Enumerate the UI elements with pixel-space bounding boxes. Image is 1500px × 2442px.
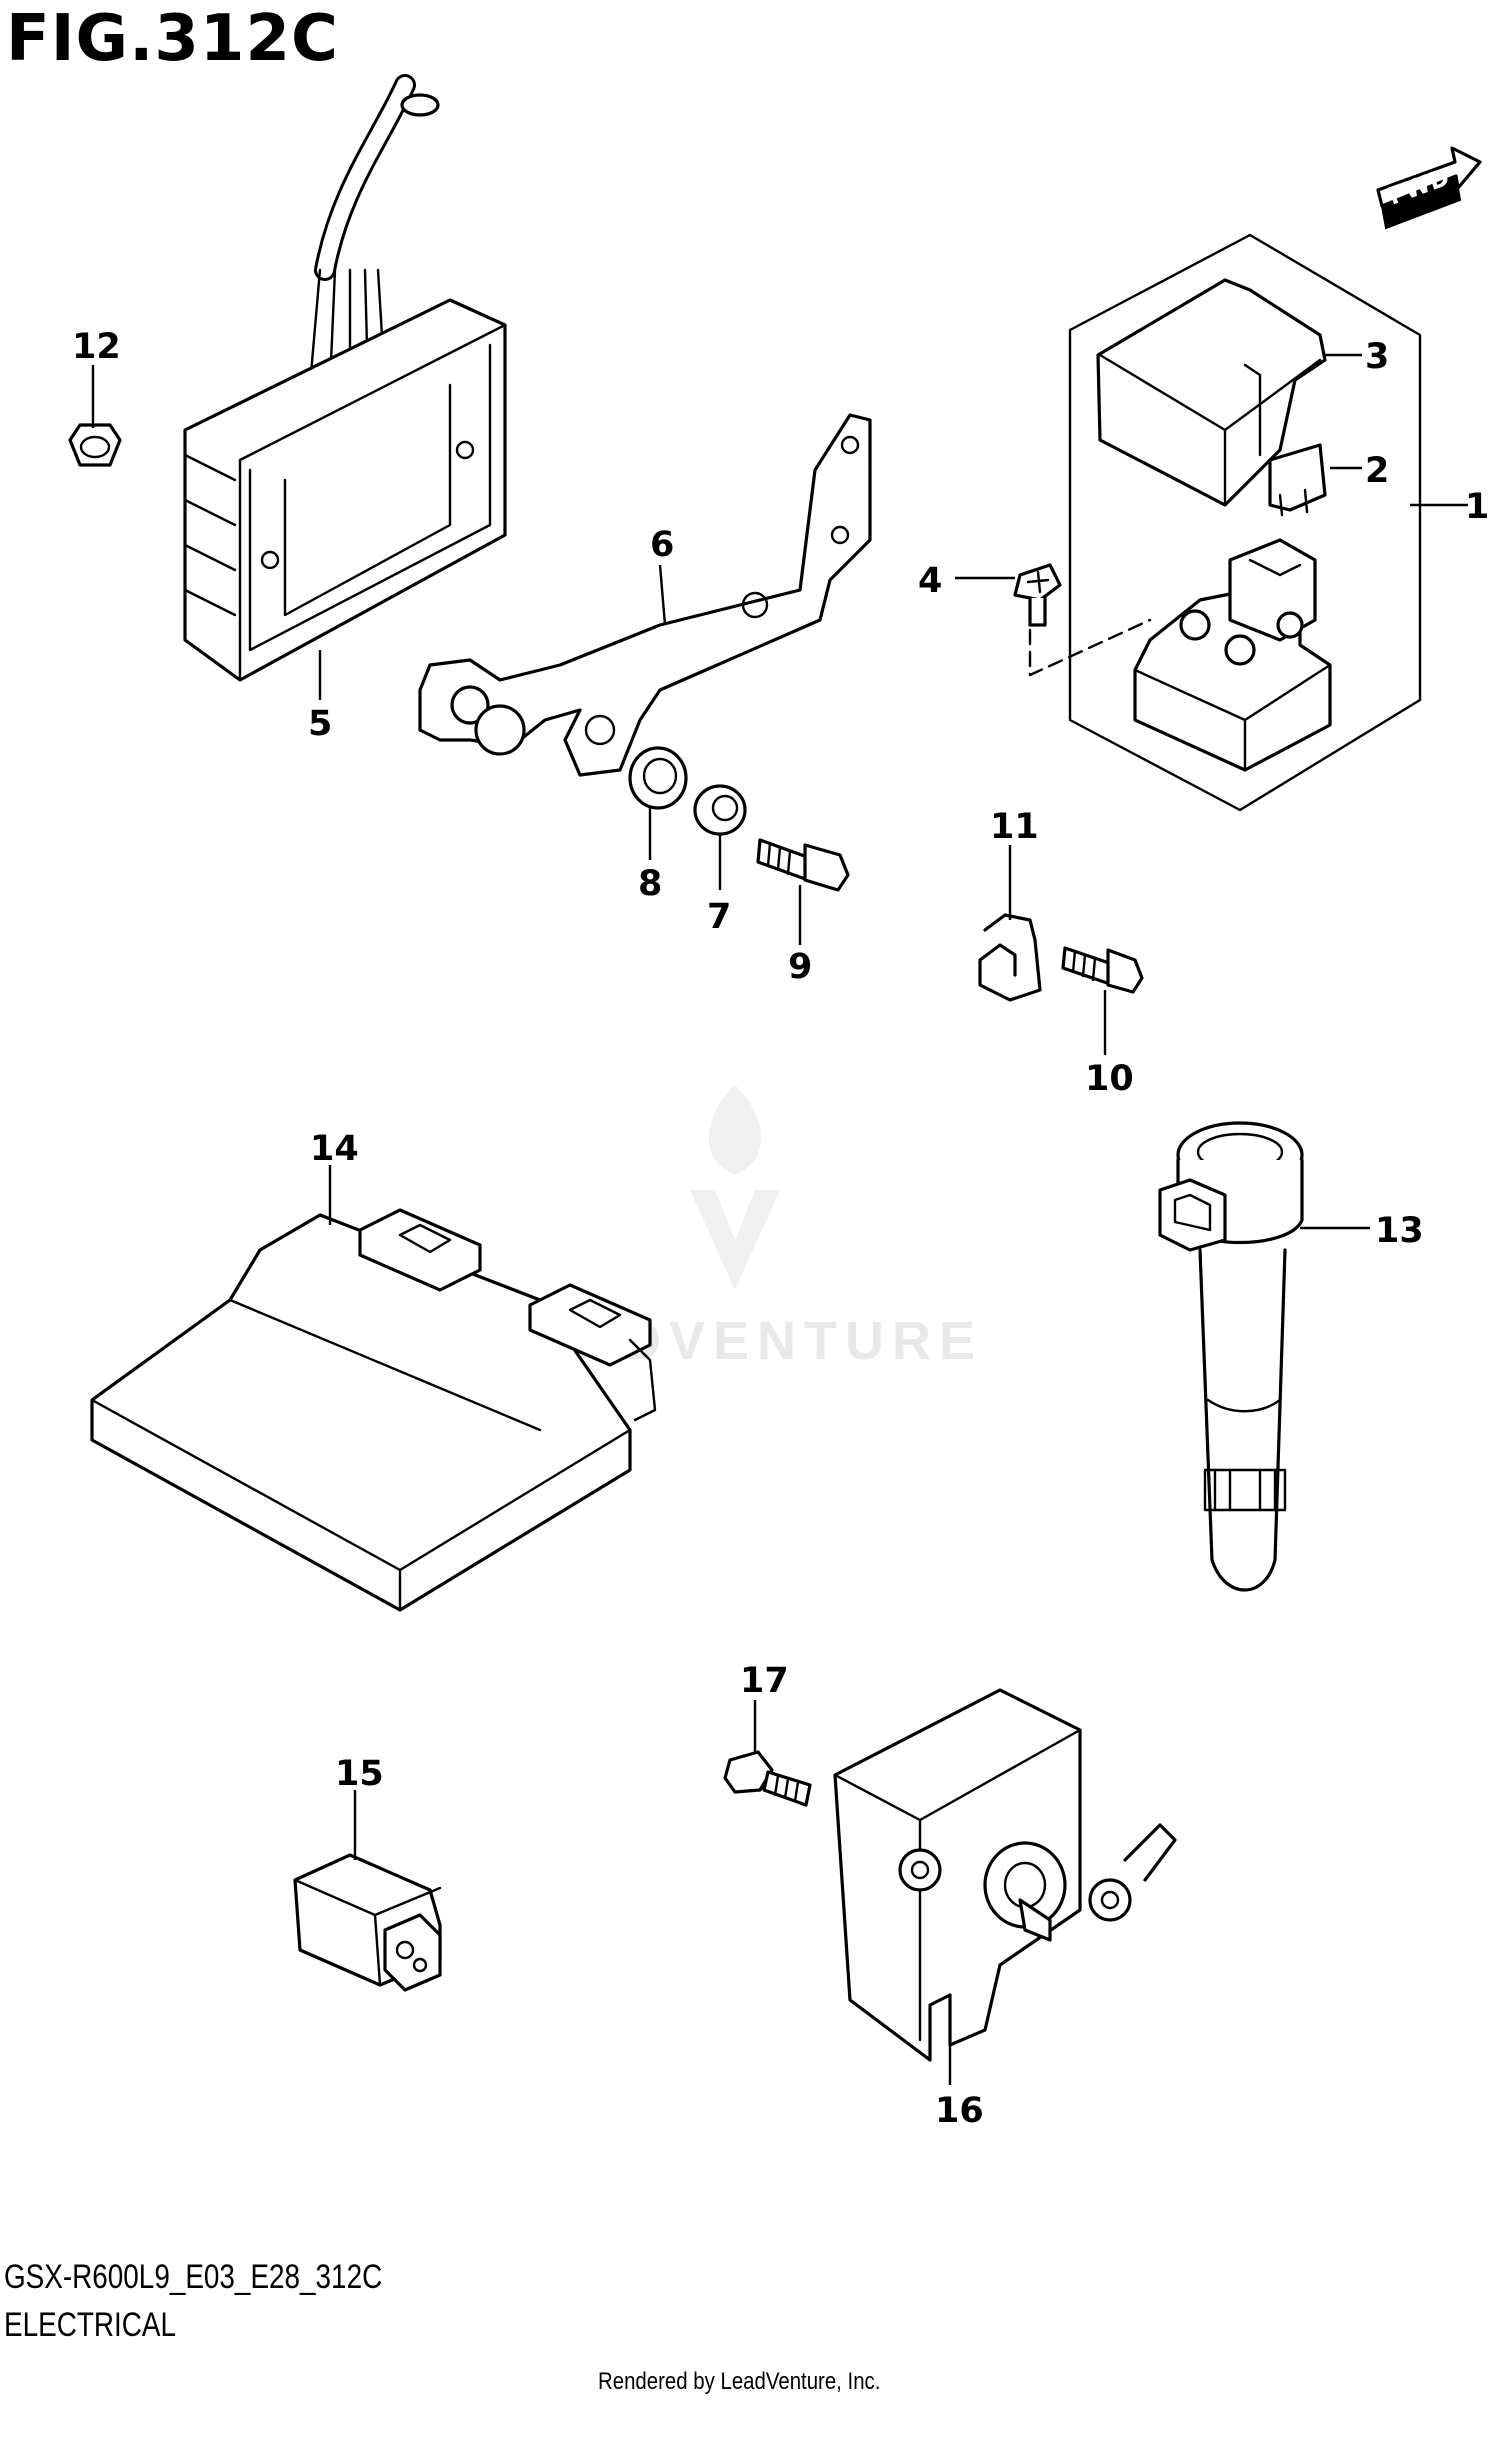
callout-16: 16 — [935, 2091, 984, 2131]
part-6-bracket — [418, 413, 872, 777]
part-12-nut — [68, 423, 122, 467]
callout-1: 1 — [1465, 487, 1489, 527]
callout-7: 7 — [707, 897, 731, 937]
callout-10: 10 — [1085, 1059, 1134, 1099]
part-16-sensor — [833, 1688, 1177, 2062]
part-7-collar — [693, 784, 747, 836]
figure-title: FIG.312C — [6, 2, 339, 76]
part-8-grommet — [628, 746, 688, 810]
callout-4: 4 — [918, 561, 942, 601]
leader-lines — [91, 353, 1468, 2085]
callout-6: 6 — [650, 525, 674, 565]
callout-14: 14 — [310, 1129, 359, 1169]
callout-17: 17 — [740, 1661, 789, 1701]
callout-9: 9 — [788, 947, 812, 987]
part-17-bolt — [723, 1750, 812, 1807]
part-5-regulator — [183, 74, 507, 682]
part-14-ecm — [90, 1208, 657, 1612]
leadventure-flame-logo — [690, 1085, 780, 1290]
part-15-connector — [293, 1853, 442, 1992]
callout-12: 12 — [72, 327, 121, 367]
part-10-bolt — [1061, 946, 1144, 994]
part-1-starter-relay-assembly — [1013, 233, 1422, 812]
fwd-arrow-icon: FWD — [1376, 146, 1482, 230]
callout-3: 3 — [1365, 337, 1389, 377]
part-9-bolt — [756, 838, 850, 892]
model-code: GSX-R600L9_E03_E28_312C — [4, 2258, 383, 2296]
render-credit: Rendered by LeadVenture, Inc. — [598, 2368, 881, 2395]
callout-5: 5 — [308, 704, 332, 744]
part-11-clamp — [978, 913, 1042, 1002]
callout-13: 13 — [1375, 1211, 1424, 1251]
callout-8: 8 — [638, 864, 662, 904]
callouts: 1 2 3 4 5 6 7 8 9 10 11 12 13 14 15 16 1… — [72, 327, 1489, 2131]
callout-2: 2 — [1365, 451, 1389, 491]
section-name: ELECTRICAL — [4, 2306, 176, 2344]
callout-15: 15 — [335, 1754, 384, 1794]
part-13-ignition-coil — [1158, 1121, 1304, 1592]
callout-11: 11 — [990, 807, 1039, 847]
